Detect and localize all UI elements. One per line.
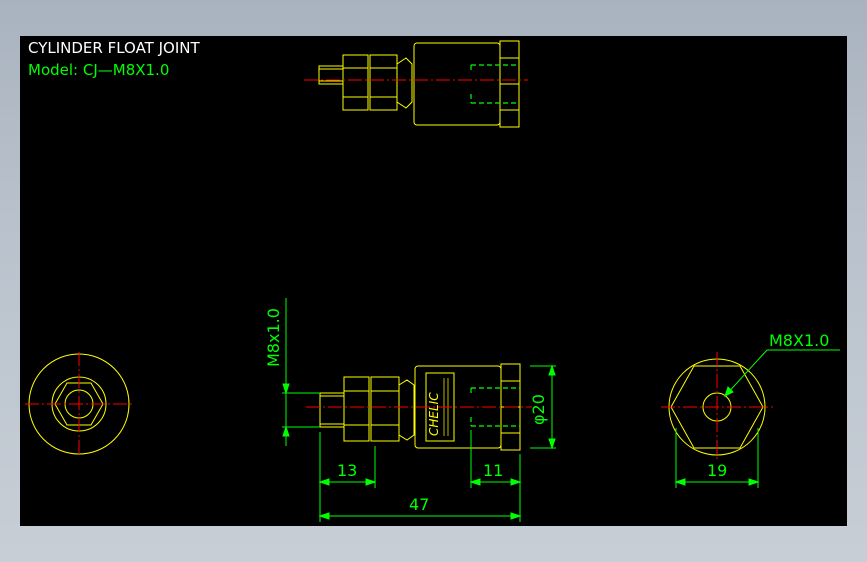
front-view-hidden-lines bbox=[470, 387, 520, 427]
dim-13: 13 bbox=[337, 461, 357, 480]
drawing-canvas: CYLINDER FLOAT JOINT Model: CJ—M8X1.0 bbox=[20, 36, 847, 526]
right-end-view bbox=[661, 352, 773, 460]
top-view bbox=[318, 40, 520, 128]
brand-mark: CHELIC bbox=[427, 392, 441, 436]
drawing-title: CYLINDER FLOAT JOINT bbox=[28, 39, 200, 57]
top-view-hidden-lines bbox=[470, 64, 519, 104]
dim-thread-vertical: M8x1.0 bbox=[264, 308, 283, 367]
dimension-texts: M8x1.0 φ20 13 11 47 19 M8X1.0 bbox=[264, 308, 829, 514]
dim-19: 19 bbox=[707, 461, 727, 480]
dimension-lines bbox=[282, 298, 840, 522]
dim-diameter: φ20 bbox=[529, 394, 548, 425]
left-end-view bbox=[25, 352, 133, 456]
cad-drawing: CYLINDER FLOAT JOINT Model: CJ—M8X1.0 bbox=[25, 39, 840, 522]
dim-47: 47 bbox=[409, 495, 429, 514]
dim-thread-callout: M8X1.0 bbox=[769, 331, 829, 350]
dim-11: 11 bbox=[483, 461, 503, 480]
model-label: Model: CJ—M8X1.0 bbox=[28, 61, 169, 79]
